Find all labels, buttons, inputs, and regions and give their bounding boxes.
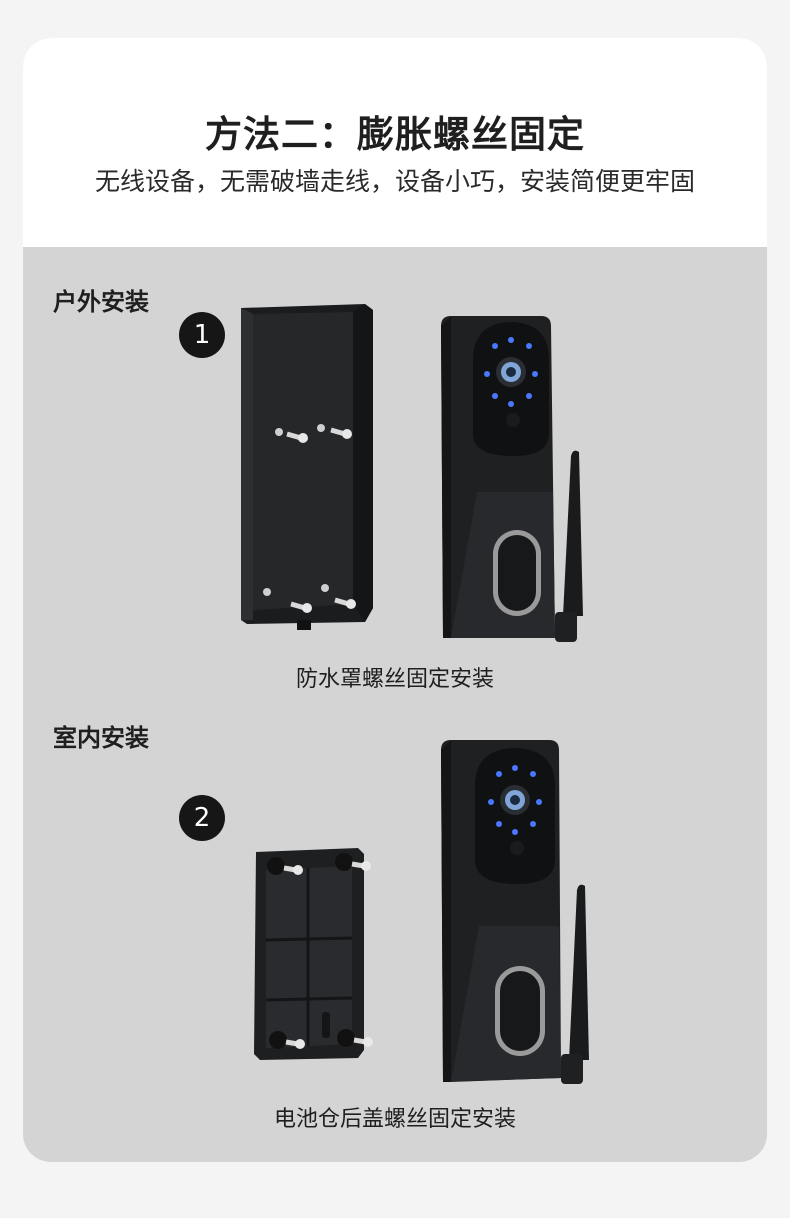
page-subtitle: 无线设备，无需破墙走线，设备小巧，安装简便更牢固 [94, 167, 695, 196]
section-label-outdoor: 户外安装 [53, 288, 149, 316]
camera-lens-icon [496, 357, 526, 387]
camera-lens-icon [500, 785, 530, 815]
step-badge-2: 2 [179, 795, 225, 841]
doorbell-device-image-2 [441, 740, 589, 1084]
doorbell-button-icon [495, 966, 545, 1056]
antenna-icon [561, 884, 589, 1084]
content-card: 方法二：膨胀螺丝固定 无线设备，无需破墙走线，设备小巧，安装简便更牢固 户外安装… [23, 38, 767, 1162]
caption-indoor: 电池仓后盖螺丝固定安装 [273, 1107, 516, 1132]
antenna-icon [555, 450, 583, 642]
section-label-indoor: 室内安装 [53, 724, 149, 752]
caption-outdoor: 防水罩螺丝固定安装 [295, 667, 494, 692]
battery-cover-image [254, 848, 373, 1060]
doorbell-button-icon [493, 530, 541, 616]
screw-icon [267, 853, 373, 1049]
screw-icon [263, 424, 356, 613]
doorbell-device-image-1 [441, 316, 583, 642]
step-badge-1: 1 [179, 312, 225, 358]
header: 方法二：膨胀螺丝固定 无线设备，无需破墙走线，设备小巧，安装简便更牢固 [23, 38, 767, 247]
page-title: 方法二：膨胀螺丝固定 [205, 113, 585, 156]
waterproof-cover-image [241, 304, 373, 630]
